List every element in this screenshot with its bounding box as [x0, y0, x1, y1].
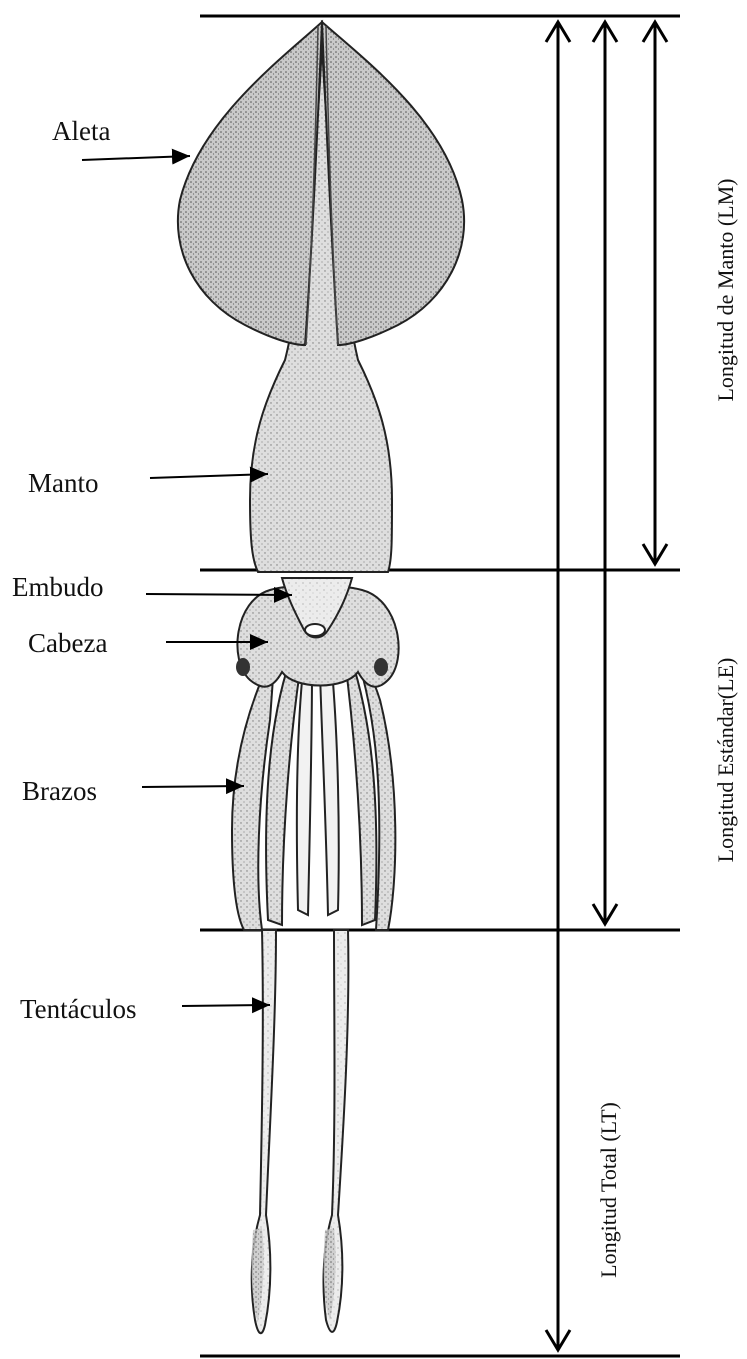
label-total-length: Longitud Total (LT) — [596, 1102, 621, 1278]
pointer-funnel — [146, 594, 292, 595]
pointer-tentacles — [182, 1005, 270, 1006]
fin-drawing — [178, 22, 322, 345]
mantle-length-arrow — [643, 22, 667, 564]
label-mantle-length: Longitud de Manto (LM) — [713, 178, 738, 401]
label-head: Cabeza — [28, 628, 107, 658]
label-funnel: Embudo — [12, 572, 104, 602]
standard-length-arrow — [593, 22, 617, 924]
arms-drawing — [232, 650, 395, 930]
label-tentacles: Tentáculos — [20, 994, 137, 1024]
squid-illustration — [178, 22, 464, 1333]
total-length-arrow — [546, 22, 570, 1350]
pointer-fin — [82, 156, 190, 160]
eye-left-drawing — [236, 658, 250, 676]
pointer-arms — [142, 786, 244, 787]
label-fin: Aleta — [52, 116, 110, 146]
label-arms: Brazos — [22, 776, 97, 806]
label-mantle: Manto — [28, 468, 99, 498]
label-standard-length: Longitud Estándar(LE) — [713, 658, 738, 863]
tentacles-drawing — [252, 930, 349, 1333]
eye-right-drawing — [374, 658, 388, 676]
